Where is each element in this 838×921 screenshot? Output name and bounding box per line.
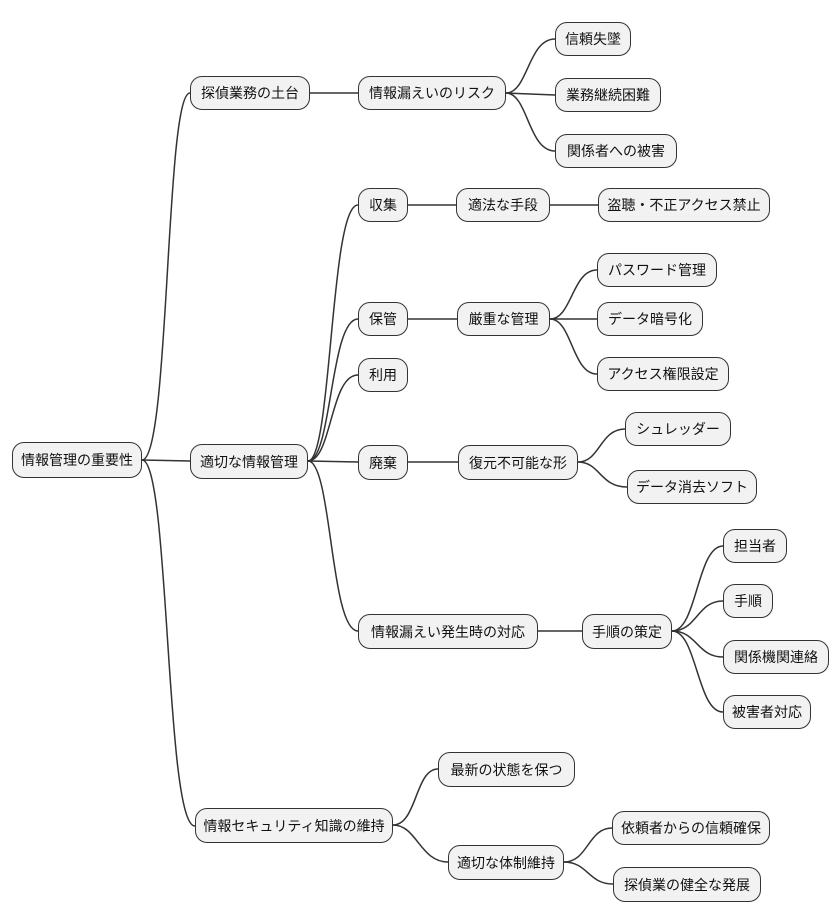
node-leak-incident-response: 情報漏えい発生時の対応 xyxy=(358,614,538,649)
node-procedure: 手順 xyxy=(723,584,773,618)
edge-management-leak-response xyxy=(307,460,359,632)
edge-knowledge-up-to-date xyxy=(392,768,439,826)
edge-root-security-knowledge xyxy=(141,459,196,827)
node-collection: 収集 xyxy=(358,188,408,222)
node-root-importance-of-info-management: 情報管理の重要性 xyxy=(12,442,142,478)
node-keep-up-to-date: 最新の状態を保つ xyxy=(438,752,575,787)
edge-root-appropriate-management xyxy=(141,459,191,462)
edge-system-client-trust xyxy=(563,827,613,863)
node-victim-response: 被害者対応 xyxy=(723,695,811,729)
node-security-knowledge-maintenance: 情報セキュリティ知識の維持 xyxy=(195,808,393,843)
edge-knowledge-system-maintenance xyxy=(392,824,449,863)
node-access-permission-settings: アクセス権限設定 xyxy=(597,357,729,391)
node-storage: 保管 xyxy=(358,302,408,336)
node-person-in-charge: 担当者 xyxy=(723,529,787,563)
edge-leak-risk-stakeholder-damage xyxy=(505,92,556,152)
edge-management-use xyxy=(307,374,359,462)
edge-strict-access-permission xyxy=(549,318,598,375)
edge-management-disposal xyxy=(307,460,359,463)
node-password-management: パスワード管理 xyxy=(597,253,717,287)
node-procedure-formulation: 手順の策定 xyxy=(582,614,672,649)
edge-root-foundation xyxy=(141,92,191,461)
node-data-erasure-software: データ消去ソフト xyxy=(627,470,757,504)
edge-management-storage xyxy=(307,318,359,462)
edge-irreversible-erasure-software xyxy=(577,461,628,488)
edge-strict-password xyxy=(549,269,598,320)
node-stakeholder-damage: 関係者への被害 xyxy=(555,134,677,168)
edge-procedure-plan-agency-contact xyxy=(671,630,724,658)
node-irreversible-form: 復元不可能な形 xyxy=(458,445,578,480)
node-data-encryption: データ暗号化 xyxy=(597,302,703,336)
node-sound-industry-development: 探偵業の健全な発展 xyxy=(613,867,761,902)
node-wiretap-unauthorized-access-ban: 盗聴・不正アクセス禁止 xyxy=(598,188,770,222)
edge-leak-risk-trust-loss xyxy=(505,38,556,94)
node-use: 利用 xyxy=(358,358,408,392)
edge-procedure-plan-victim-response xyxy=(671,630,724,713)
node-legal-means: 適法な手段 xyxy=(456,188,550,222)
edge-leak-risk-continuity xyxy=(505,92,556,96)
edge-procedure-plan-procedure xyxy=(671,600,724,632)
node-appropriate-system-maintenance: 適切な体制維持 xyxy=(448,845,564,880)
edge-system-industry-development xyxy=(563,861,614,885)
node-client-trust-assurance: 依頼者からの信頼確保 xyxy=(612,811,770,845)
node-business-continuity-difficulty: 業務継続困難 xyxy=(555,78,661,112)
edge-irreversible-shredder xyxy=(577,428,626,463)
node-trust-loss: 信頼失墜 xyxy=(555,22,631,56)
node-appropriate-info-management: 適切な情報管理 xyxy=(190,444,308,479)
node-strict-management: 厳重な管理 xyxy=(457,302,550,336)
node-shredder: シュレッダー xyxy=(625,412,731,446)
node-detective-work-foundation: 探偵業務の土台 xyxy=(190,76,310,110)
edge-procedure-plan-person xyxy=(671,545,724,632)
node-disposal: 廃棄 xyxy=(358,445,408,480)
edge-management-collection xyxy=(307,204,359,462)
node-related-agency-contact: 関係機関連絡 xyxy=(723,640,829,674)
node-info-leak-risk: 情報漏えいのリスク xyxy=(358,76,506,110)
